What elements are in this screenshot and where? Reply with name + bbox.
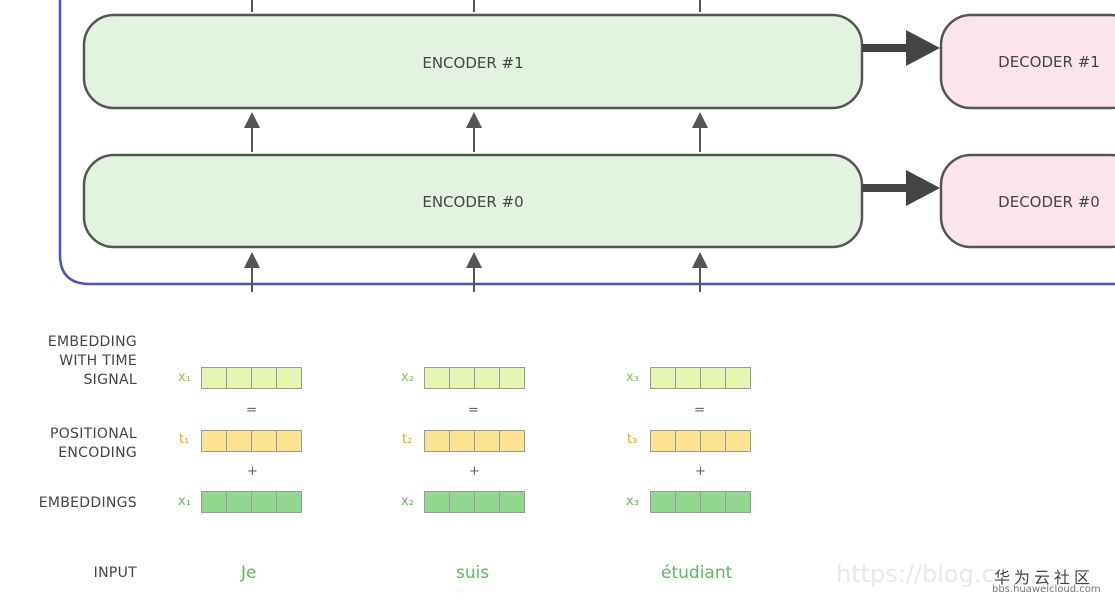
col2-embedding-vector bbox=[424, 491, 525, 513]
embedding-time-line-2: WITH TIME bbox=[59, 353, 137, 369]
col3-input-word: étudiant bbox=[661, 563, 733, 583]
encoder-0-box bbox=[82, 153, 864, 249]
encoder-decoder-arrows bbox=[862, 30, 940, 206]
col1-equals: = bbox=[246, 403, 257, 418]
col1-input-word: Je bbox=[241, 563, 257, 583]
col2-input-word: suis bbox=[456, 563, 490, 583]
top-arrows bbox=[251, 0, 701, 12]
watermark-url: https://blog.c bbox=[836, 560, 995, 588]
col1-embedding-token: x₁ bbox=[178, 494, 191, 509]
col3-positional-vector bbox=[650, 430, 751, 452]
col2-positional-vector bbox=[424, 430, 525, 452]
decoder-0-box bbox=[939, 153, 1115, 249]
col1-sum-token: x₁ bbox=[178, 370, 191, 385]
watermark-brand: 华为云社区 bbox=[994, 568, 1095, 587]
col2-embedding-token: x₂ bbox=[401, 494, 414, 509]
embedding-time-line-1: EMBEDDING bbox=[47, 334, 137, 350]
col1-plus: + bbox=[247, 464, 258, 479]
encoder-0-label: ENCODER #0 bbox=[422, 193, 523, 211]
col3-equals: = bbox=[694, 403, 705, 418]
input-label: INPUT bbox=[93, 565, 137, 581]
positional-line-1: POSITIONAL bbox=[49, 426, 137, 442]
decoder-1-label: DECODER #1 bbox=[998, 53, 1100, 71]
middle-arrows bbox=[244, 112, 708, 152]
watermark-site: bbs.huaweicloud.com bbox=[992, 584, 1101, 595]
embedding-time-label: EMBEDDING WITH TIME SIGNAL bbox=[48, 333, 137, 390]
col1-embedding-vector bbox=[201, 491, 302, 513]
col3-embedding-token: x₃ bbox=[626, 494, 639, 509]
col2-embedding-time-vector bbox=[424, 367, 525, 389]
positional-line-2: ENCODING bbox=[58, 445, 137, 461]
bottom-arrows bbox=[244, 252, 708, 292]
col2-equals: = bbox=[468, 403, 479, 418]
col2-sum-token: x₂ bbox=[401, 370, 414, 385]
encoder-1-box bbox=[82, 13, 864, 110]
encoder-stack-frame bbox=[58, 0, 1115, 286]
col3-embedding-vector bbox=[650, 491, 751, 513]
encoder-1-label: ENCODER #1 bbox=[422, 54, 523, 72]
embedding-time-line-3: SIGNAL bbox=[83, 372, 137, 388]
decoder-1-box bbox=[939, 13, 1115, 110]
col1-embedding-time-vector bbox=[201, 367, 302, 389]
col3-position-token: t₃ bbox=[627, 432, 638, 447]
embeddings-label: EMBEDDINGS bbox=[38, 495, 137, 511]
decoder-0-label: DECODER #0 bbox=[998, 193, 1100, 211]
col2-plus: + bbox=[469, 464, 480, 479]
col1-positional-vector bbox=[201, 430, 302, 452]
col3-sum-token: x₃ bbox=[626, 370, 639, 385]
positional-encoding-label: POSITIONAL ENCODING bbox=[50, 425, 137, 463]
col1-position-token: t₁ bbox=[179, 432, 190, 447]
col3-plus: + bbox=[695, 464, 706, 479]
col2-position-token: t₂ bbox=[402, 432, 413, 447]
col3-embedding-time-vector bbox=[650, 367, 751, 389]
